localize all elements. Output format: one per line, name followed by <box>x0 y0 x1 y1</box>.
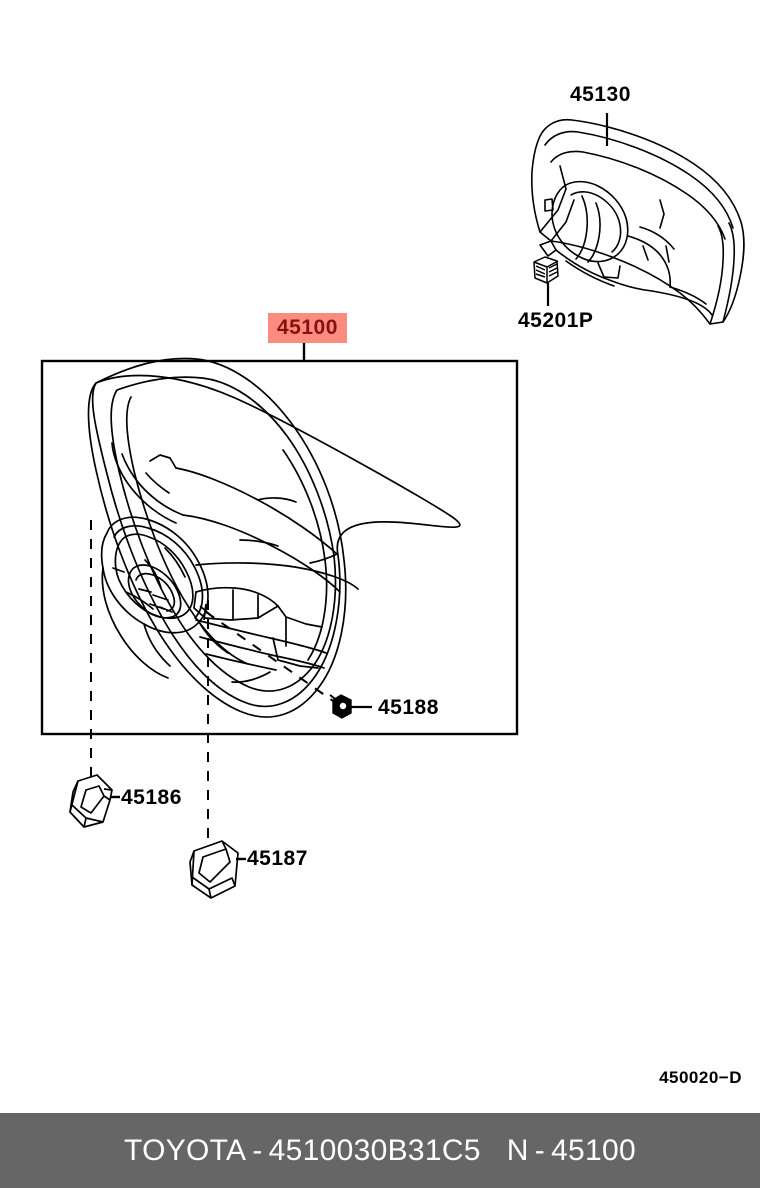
callout-label-45130: 45130 <box>570 83 631 106</box>
footer-dash-2: - <box>534 1133 546 1167</box>
callout-label-45186: 45186 <box>121 786 182 809</box>
part-45188-screw-drawing <box>329 694 352 719</box>
footer-brand: TOYOTA <box>124 1133 247 1167</box>
footer-dash-1: - <box>252 1133 263 1167</box>
part-45100-steering-wheel-drawing <box>87 357 461 718</box>
callout-label-45100: 45100 <box>268 313 347 343</box>
callout-label-45187: 45187 <box>247 847 308 870</box>
callout-label-45201P: 45201P <box>518 309 594 332</box>
part-45186-cover-drawing <box>69 774 113 828</box>
main-part-box <box>40 359 519 736</box>
footer-group-number: 45100 <box>551 1133 636 1167</box>
footer-part-number: 4510030B31C5 <box>268 1133 481 1167</box>
leader-arrow-45188 <box>199 603 215 621</box>
figure-code: 450020−D <box>659 1068 742 1087</box>
leader-dashed-45188 <box>205 611 337 704</box>
part-45187-cover-drawing <box>189 840 239 899</box>
callout-label-45188: 45188 <box>378 696 439 719</box>
footer-group-prefix: N <box>506 1133 529 1167</box>
part-45130-pad-drawing <box>531 118 745 325</box>
part-45201P-screw-drawing <box>533 256 559 284</box>
